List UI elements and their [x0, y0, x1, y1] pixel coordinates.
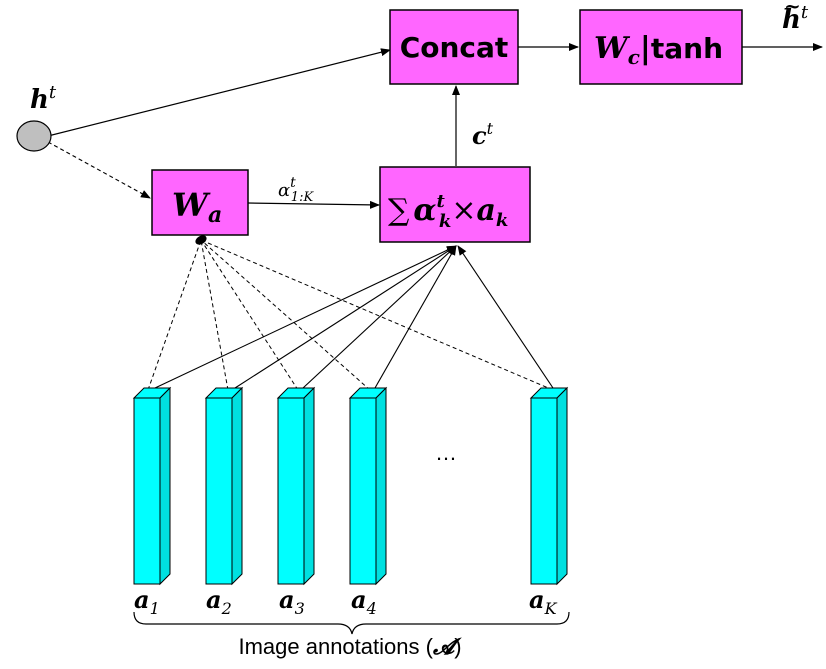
c-t-label: ct	[472, 119, 494, 150]
caption-text: Image annotations (	[238, 634, 433, 659]
sum-sigma: ∑	[388, 193, 410, 228]
caption-close: )	[454, 634, 461, 659]
output-h-tilde: ht ~	[782, 0, 809, 35]
label-a1: a1	[134, 585, 160, 618]
edge-a2-to-wa	[200, 239, 229, 391]
annotations-brace	[133, 611, 570, 635]
wa-sub: a	[208, 202, 222, 228]
wa-node: Wa	[151, 169, 249, 236]
alpha-edge-base: α	[278, 180, 290, 201]
cuboid-a1	[132, 386, 172, 586]
sum-times: ×	[451, 193, 476, 228]
c-t-sup: t	[487, 119, 494, 138]
wc-sep: |	[640, 31, 651, 66]
cuboid-a2	[204, 386, 244, 586]
edge-h-to-wa	[47, 141, 151, 199]
wa-label: Wa	[172, 186, 222, 228]
edge-aK-to-sum	[457, 245, 554, 389]
sum-a-sub: k	[496, 210, 508, 231]
h-tilde-base: h	[782, 5, 801, 35]
edge-h-to-concat	[47, 48, 391, 137]
label-aK-base: a	[529, 585, 545, 614]
cuboid-a2-front	[205, 397, 233, 585]
edge-aK-to-wa	[200, 239, 554, 391]
c-t-base: c	[472, 121, 487, 150]
concat-box	[389, 9, 519, 85]
edge-a1-to-sum	[154, 245, 457, 389]
h-t-base: h	[30, 85, 49, 115]
label-a1-sub: 1	[150, 599, 160, 618]
wc-tanh-box	[579, 9, 743, 85]
label-aK: aK	[529, 585, 558, 618]
sum-alpha: α	[413, 193, 436, 228]
edge-a3-to-wa	[200, 239, 299, 391]
edge-a3-to-sum	[302, 245, 457, 389]
cuboid-a4-side	[375, 386, 387, 586]
cuboid-a1-side	[159, 386, 171, 586]
dashed-junction	[195, 235, 207, 245]
h-tilde-tilde: ~	[784, 0, 801, 18]
cuboid-a3-side	[303, 386, 315, 586]
annotations-caption: Image annotations (𝓐)	[238, 634, 461, 660]
sum-alpha-sup: t	[437, 191, 446, 212]
label-a1-base: a	[134, 585, 150, 614]
alpha-edge-sub: 1:K	[291, 190, 315, 205]
wa-box	[151, 169, 249, 236]
label-a2-sub: 2	[221, 599, 232, 618]
alpha-edge-sup: t	[290, 175, 296, 191]
label-a4: a4	[351, 585, 377, 618]
wc-w: W	[594, 31, 631, 66]
annotation-cuboids	[132, 386, 569, 586]
sum-box	[379, 166, 531, 243]
edges	[47, 43, 823, 391]
sum-a: a	[476, 193, 495, 228]
label-a4-sub: 4	[366, 599, 377, 618]
wa-w: W	[172, 186, 211, 224]
cuboid-a2-side	[231, 386, 243, 586]
edge-a4-to-wa	[200, 239, 371, 391]
concat-node: Concat	[389, 9, 519, 85]
wc-tanh-label: Wc|tanh	[594, 31, 723, 69]
cuboid-a4	[348, 386, 388, 586]
wc-tanh-node: Wc|tanh	[579, 9, 743, 85]
h-t-node: ht	[16, 82, 57, 152]
wc-sub: c	[628, 45, 640, 69]
label-a3-sub: 3	[295, 599, 305, 618]
cuboid-a3	[276, 386, 316, 586]
label-aK-sub: K	[544, 599, 558, 618]
cuboid-aK	[529, 386, 569, 586]
h-t-label: ht	[30, 82, 57, 115]
wc-tanh: tanh	[651, 32, 723, 65]
h-t-sup: t	[49, 82, 57, 103]
cuboid-a1-front	[133, 397, 161, 585]
cuboid-a3-front	[277, 397, 305, 585]
annotation-labels: a1 a2 a3 a4 aK	[134, 585, 558, 618]
cuboid-a4-front	[349, 397, 377, 585]
h-t-circle	[16, 120, 52, 152]
label-a2: a2	[206, 585, 232, 618]
annotations-ellipsis: …	[435, 440, 457, 465]
edge-a1-to-wa	[147, 239, 202, 391]
label-a3-base: a	[279, 585, 295, 614]
h-tilde-sup: t	[801, 2, 809, 23]
h-tilde-label: ht	[782, 2, 809, 35]
label-a4-base: a	[351, 585, 367, 614]
edge-wa-to-sum	[247, 200, 380, 209]
label-a2-base: a	[206, 585, 222, 614]
concat-label: Concat	[400, 31, 509, 64]
sum-alpha-sub: k	[439, 211, 451, 232]
label-a3: a3	[279, 585, 305, 618]
cuboid-aK-side	[556, 386, 568, 586]
cuboid-aK-front	[530, 397, 558, 585]
edge-a2-to-sum	[234, 245, 457, 389]
edge-a4-to-sum	[374, 245, 457, 389]
